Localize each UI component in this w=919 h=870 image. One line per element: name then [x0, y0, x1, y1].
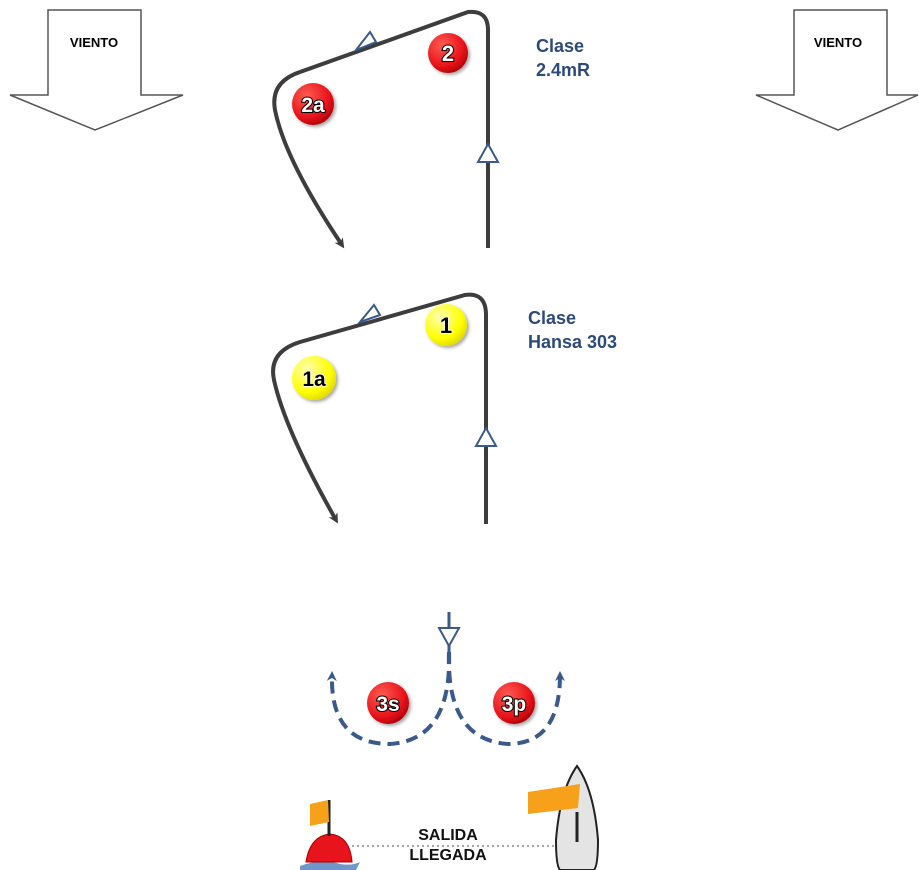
start-label: SALIDA — [418, 827, 478, 844]
mark-3s-label: 3s — [376, 693, 399, 716]
wind-label-left: VIENTO — [70, 35, 118, 50]
committee-boat-icon — [554, 764, 600, 870]
direction-triangle — [437, 627, 461, 649]
mark-3p-label: 3p — [502, 693, 527, 716]
gate: 3s 3p — [326, 612, 565, 747]
direction-triangle — [474, 425, 498, 447]
start-finish: SALIDA LLEGADA — [300, 764, 600, 870]
mark-1a — [292, 356, 336, 400]
direction-triangle — [356, 303, 382, 325]
mark-2a-label: 2a — [301, 94, 325, 117]
finish-label: LLEGADA — [409, 847, 487, 864]
course-hansa-303: 1 1a Clase Hansa 303 — [271, 292, 617, 524]
gate-path-right — [446, 651, 565, 747]
course-2-4mr: 2 2a Clase 2.4mR — [272, 9, 590, 249]
class-label-hansa-line1: Clase — [528, 308, 576, 328]
mark-3p — [493, 682, 535, 724]
wind-arrow-right: VIENTO — [755, 9, 919, 131]
mark-2a — [292, 83, 334, 125]
mark-1a-label: 1a — [302, 368, 326, 391]
course-path-middle — [271, 292, 488, 524]
orange-flag-right-icon — [528, 784, 580, 814]
mark-2 — [428, 33, 468, 73]
direction-triangle — [352, 30, 378, 53]
mark-1 — [425, 304, 467, 346]
mark-3s — [367, 682, 409, 724]
start-buoy-icon — [300, 800, 360, 870]
class-label-2-4mr-line2: 2.4mR — [536, 60, 590, 80]
mark-1-label: 1 — [440, 313, 452, 338]
course-path-upper — [272, 9, 490, 249]
class-label-2-4mr-line1: Clase — [536, 36, 584, 56]
gate-path-left — [326, 651, 452, 747]
wind-label-right: VIENTO — [814, 35, 862, 50]
orange-flag-left-icon — [310, 800, 329, 826]
wind-arrow-left: VIENTO — [9, 9, 184, 131]
mark-2-label: 2 — [442, 41, 454, 66]
direction-triangle — [476, 141, 500, 163]
class-label-hansa-line2: Hansa 303 — [528, 332, 617, 352]
